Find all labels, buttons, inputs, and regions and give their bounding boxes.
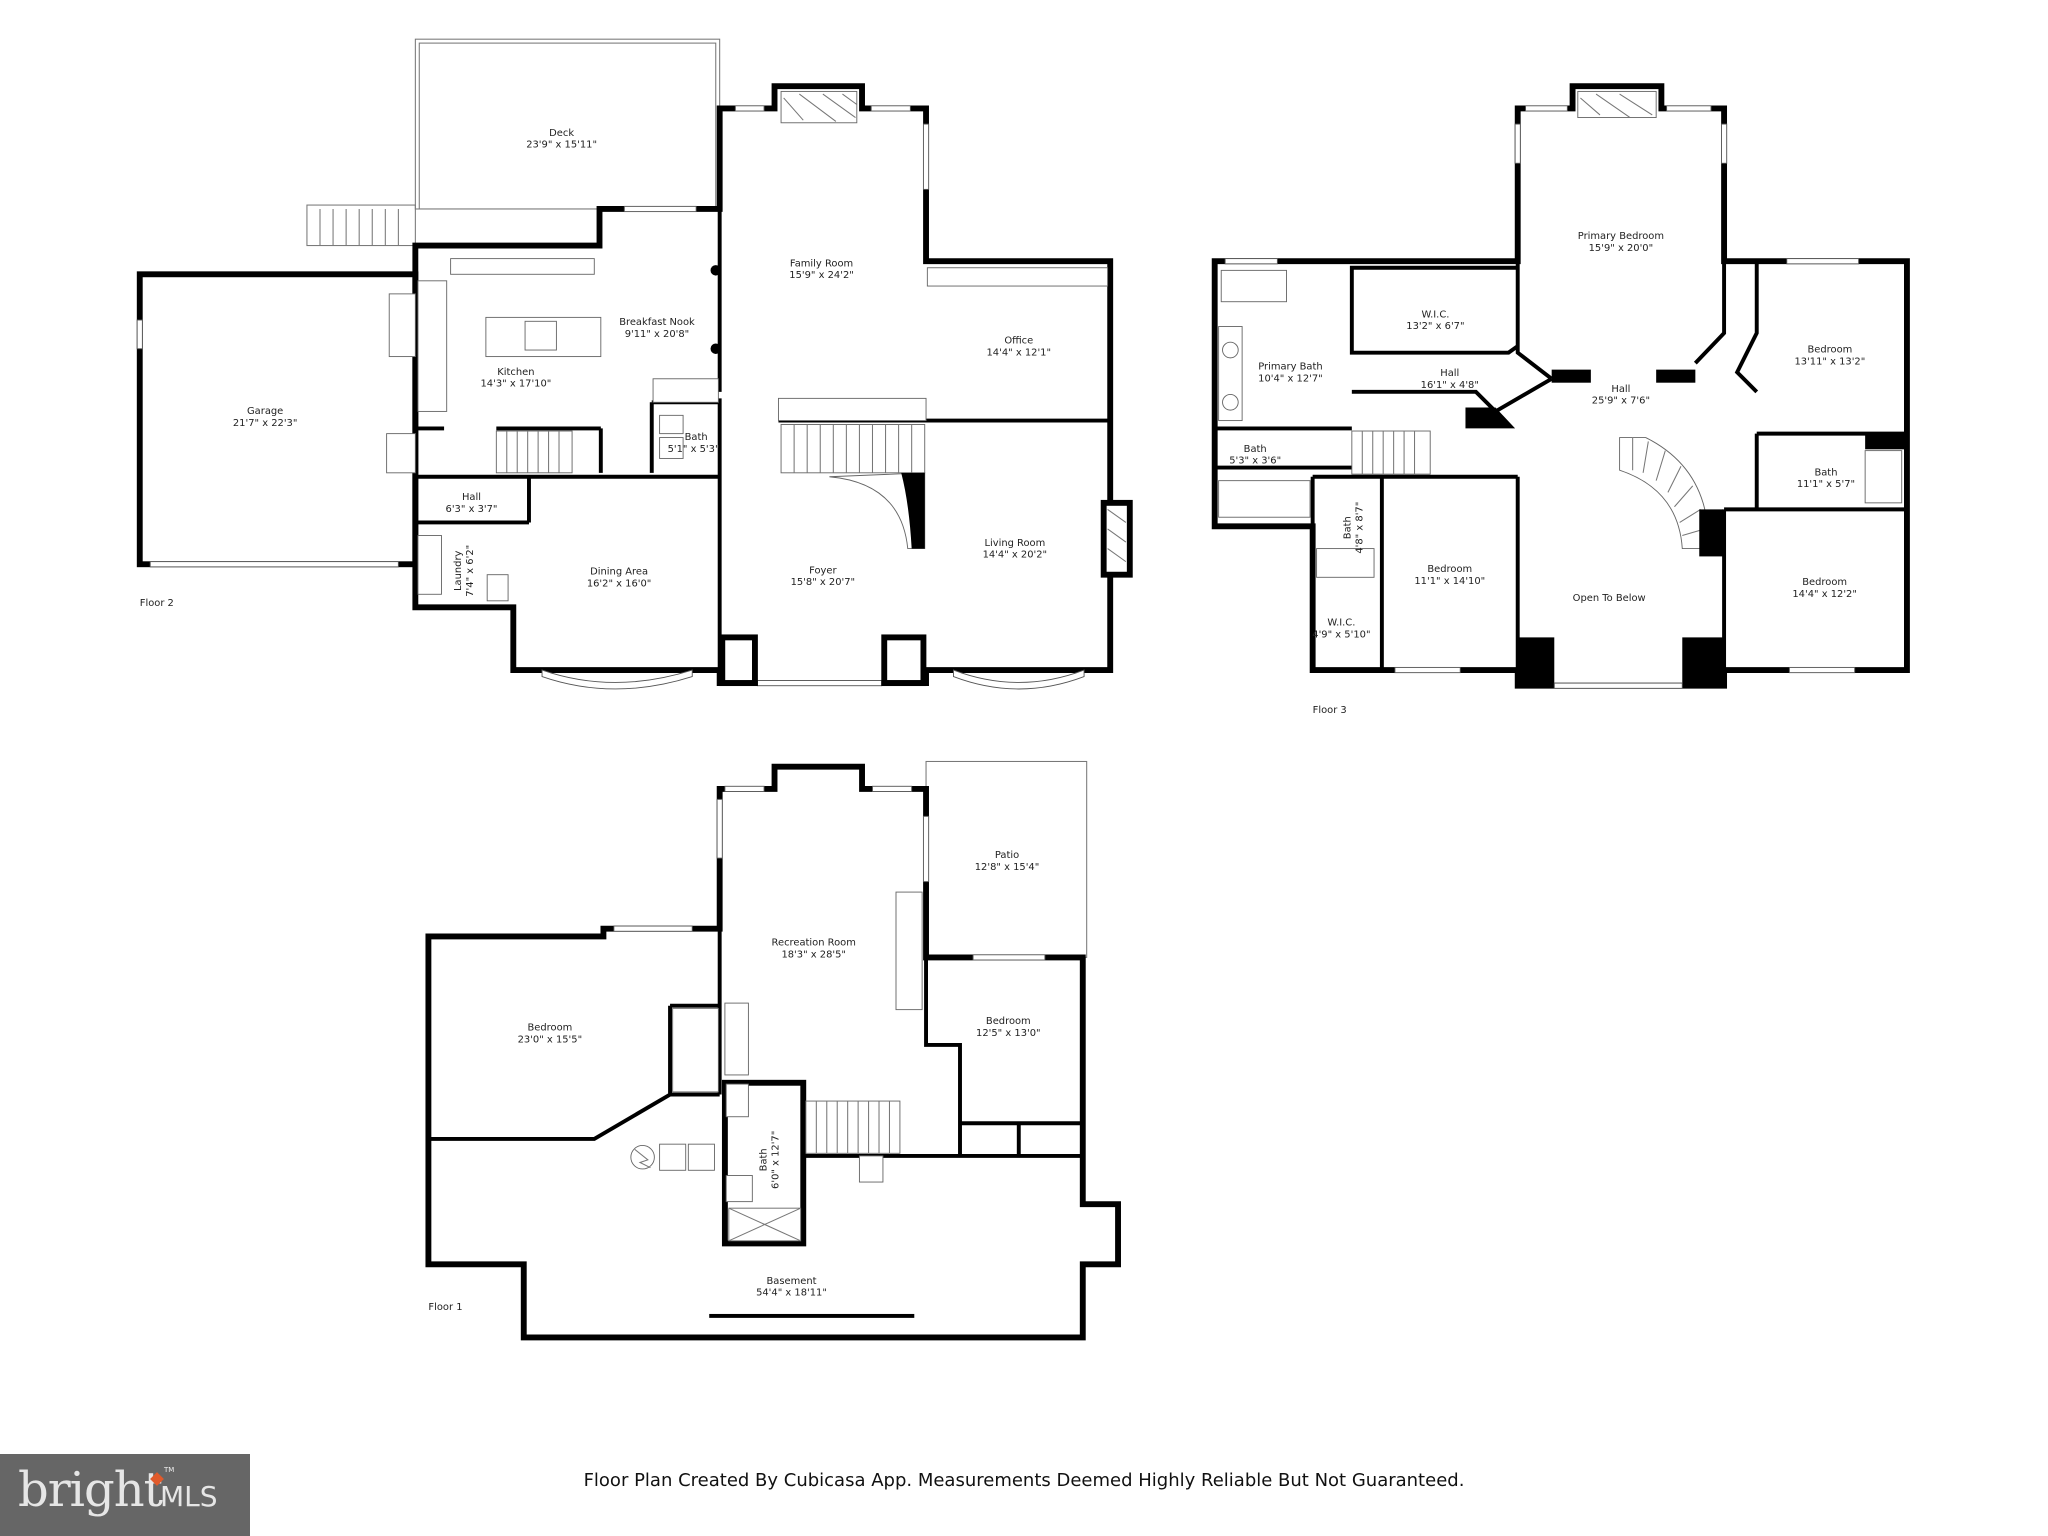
room-dims: 18'3" x 28'5" xyxy=(781,949,846,960)
room-dims: 14'4" x 12'1" xyxy=(987,347,1052,358)
room-label: Hall xyxy=(1440,368,1459,379)
room-dims: 25'9" x 7'6" xyxy=(1592,396,1650,407)
room-dims: 21'7" x 22'3" xyxy=(233,418,298,429)
room-dims: 54'4" x 18'11" xyxy=(756,1288,827,1299)
room-dims: 13'11" x 13'2" xyxy=(1794,356,1865,367)
floor-3-plan xyxy=(1211,83,1910,689)
room-label: Bath xyxy=(759,1148,770,1171)
floor-1-labels: Patio 12'8" x 15'4" Recreation Room 18'3… xyxy=(428,850,1040,1313)
logo-brand: bright xyxy=(18,1462,163,1518)
room-label: Bath xyxy=(1244,444,1267,455)
floor-2-plan xyxy=(136,38,1133,690)
room-dims: 11'1" x 5'7" xyxy=(1797,479,1855,490)
logo-suffix: MLS xyxy=(160,1480,218,1513)
room-dims: 10'4" x 12'7" xyxy=(1258,373,1323,384)
room-dims: 6'3" x 3'7" xyxy=(446,504,498,515)
room-dims: 23'0" x 15'5" xyxy=(518,1034,583,1045)
floor-2-outline xyxy=(412,83,1114,687)
floor-3-labels: Primary Bedroom 15'9" x 20'0" W.I.C. 13'… xyxy=(1229,231,1865,716)
floor-label: Floor 2 xyxy=(140,598,174,609)
room-dims: 16'1" x 4'8" xyxy=(1421,380,1479,391)
logo-trademark: TM xyxy=(164,1466,175,1474)
room-label: Bath xyxy=(1343,516,1354,539)
room-label: Bedroom xyxy=(527,1023,572,1034)
room-label: Deck xyxy=(549,128,574,139)
room-label: Laundry xyxy=(453,550,464,591)
room-label: Breakfast Nook xyxy=(619,317,695,328)
room-dims: 23'9" x 15'11" xyxy=(526,140,597,151)
floor-1-stairs xyxy=(672,1007,901,1154)
room-dims: 14'3" x 17'10" xyxy=(480,379,551,390)
room-label: Bath xyxy=(685,432,708,443)
room-label: Garage xyxy=(247,406,283,417)
room-label: Open To Below xyxy=(1573,593,1646,604)
room-label: Recreation Room xyxy=(772,938,856,949)
room-label: Hall xyxy=(462,492,481,503)
floor-label: Floor 3 xyxy=(1313,705,1347,716)
room-label: Kitchen xyxy=(497,367,534,378)
room-dims: 16'2" x 16'0" xyxy=(587,578,652,589)
room-label: Bedroom xyxy=(1807,345,1852,356)
room-dims: 13'2" x 6'7" xyxy=(1406,321,1464,332)
floor-2-labels: Deck 23'9" x 15'11" Family Room 15'9" x … xyxy=(140,128,1051,609)
room-dims: 12'8" x 15'4" xyxy=(975,862,1040,873)
bright-mls-logo: bright TM MLS xyxy=(0,1454,250,1536)
floor-label: Floor 1 xyxy=(428,1302,462,1313)
room-label: Bedroom xyxy=(986,1016,1031,1027)
floor-3-stairs xyxy=(1351,430,1723,557)
deck-stairs xyxy=(306,204,416,247)
room-label: Bedroom xyxy=(1802,577,1847,588)
room-label: Patio xyxy=(995,850,1019,861)
room-dims: 15'8" x 20'7" xyxy=(791,577,856,588)
room-dims: 15'9" x 24'2" xyxy=(789,270,854,281)
room-label: Bedroom xyxy=(1427,564,1472,575)
room-label: Hall xyxy=(1611,384,1630,395)
room-dims: 12'5" x 13'0" xyxy=(976,1028,1041,1039)
room-label: Office xyxy=(1004,336,1033,347)
room-label: Primary Bath xyxy=(1258,362,1322,373)
room-dims: 14'4" x 12'2" xyxy=(1792,589,1857,600)
room-dims: 4'8" x 8'7" xyxy=(1354,502,1365,554)
room-label: Basement xyxy=(766,1276,816,1287)
room-dims: 7'4" x 6'2" xyxy=(465,545,476,597)
room-dims: 6'0" x 12'7" xyxy=(770,1131,781,1189)
room-label: Primary Bedroom xyxy=(1578,231,1664,242)
room-dims: 4'9" x 5'10" xyxy=(1312,629,1370,640)
room-dims: 5'3" x 3'6" xyxy=(1229,456,1281,467)
room-label: W.I.C. xyxy=(1421,309,1449,320)
room-label: Dining Area xyxy=(590,567,648,578)
room-label: Foyer xyxy=(809,565,837,576)
room-dims: 15'9" x 20'0" xyxy=(1589,243,1654,254)
room-label: Living Room xyxy=(984,538,1045,549)
room-dims: 14'4" x 20'2" xyxy=(983,550,1048,561)
room-dims: 5'1" x 5'3" xyxy=(668,444,720,455)
floor-1-plan xyxy=(425,760,1121,1341)
foyer-stairs xyxy=(780,424,926,550)
room-label: Bath xyxy=(1814,467,1837,478)
room-dims: 9'11" x 20'8" xyxy=(625,329,690,340)
room-dims: 11'1" x 14'10" xyxy=(1414,576,1485,587)
room-label: W.I.C. xyxy=(1327,618,1355,629)
room-label: Family Room xyxy=(790,258,853,269)
kitchen-stairs xyxy=(386,430,573,474)
disclaimer-text: Floor Plan Created By Cubicasa App. Meas… xyxy=(583,1470,1465,1491)
